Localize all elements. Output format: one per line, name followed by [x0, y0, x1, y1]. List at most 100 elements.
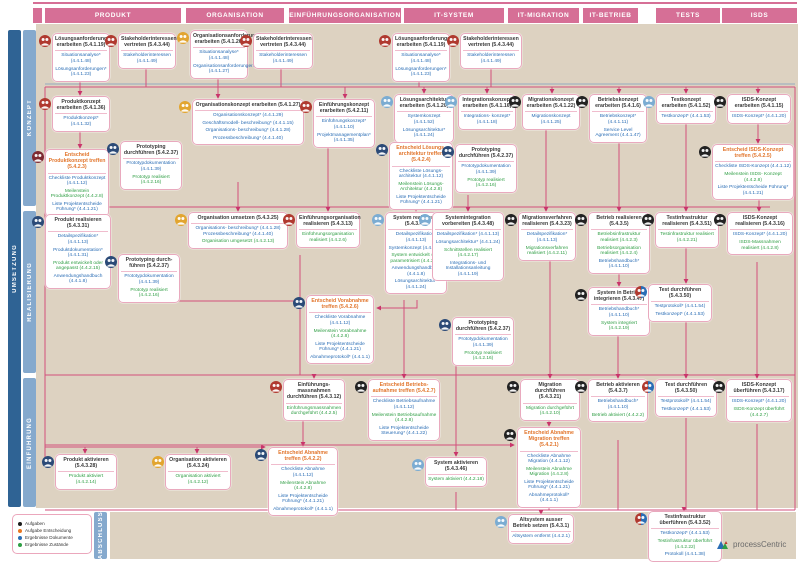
activity-box[interactable]: Integrationskonzept erarbeiten (5.4.1.16…: [445, 94, 516, 130]
activity-box[interactable]: Prototyping durch- führen (5.4.2.37)Prot…: [105, 254, 180, 303]
activity-box[interactable]: ISDS-Konzept überführen (5.4.3.17)ISDS-K…: [713, 379, 792, 423]
decision-box[interactable]: Entscheid Betriebs- aufnahme treffen (5.…: [355, 379, 440, 441]
result-list: ISDS-Konzept* (4.4.1.20)ISDS-Konzept übe…: [729, 397, 789, 418]
result-item: System integriert (4.4.2.19): [601, 320, 637, 332]
result-item: Checkliste Produktkonzept (4.4.1.12): [48, 175, 106, 187]
activity-box[interactable]: Stakeholderinteressen vertreten (5.4.3.4…: [447, 33, 522, 69]
task-title: ISDS-Konzept überführen (5.4.3.17): [729, 382, 789, 398]
activity-box[interactable]: Lösungsanforderungen erarbeiten (5.4.1.1…: [379, 33, 453, 82]
module-header-isds[interactable]: ISDS: [722, 8, 797, 23]
result-list: Detailspezifikation* (4.4.1.13)Produktdo…: [48, 232, 108, 284]
result-list: Checkliste Vorabnahme (4.4.1.12)Meilenst…: [309, 313, 371, 360]
activity-box[interactable]: ISDS-Konzept realisieren (5.4.3.16)ISDS-…: [714, 212, 793, 256]
phase-bar-konzept-label: KONZEPT: [26, 99, 33, 137]
result-item: Liste Projektentscheide Führung* (4.4.1.…: [717, 185, 789, 196]
phase-bar-realisierung-label: REALISIERUNG: [26, 262, 33, 322]
legend-label: Aufgaben: [25, 521, 45, 526]
result-item: Protokoll (4.4.1.38): [664, 552, 706, 558]
result-list: Produktkonzept* (4.4.1.32): [55, 114, 107, 127]
activity-box[interactable]: Test durchführen (5.4.3.50)Testprotokoll…: [635, 284, 712, 322]
result-item: Checkliste Abnahme Migration (4.4.1.12): [527, 453, 571, 465]
result-item: Meilenstein Vorabnahme (4.4.2.8): [313, 328, 367, 340]
phase-bar-abschluss-label: ABSCHLUSS: [97, 511, 104, 560]
activity-box[interactable]: Stakeholderinteressen vertreten (5.4.3.4…: [240, 33, 313, 69]
activity-box[interactable]: Systemintegration vorbereiten (5.4.3.48)…: [419, 212, 504, 282]
result-item: Produkt entwickelt oder angepasst (4.4.2…: [53, 260, 103, 272]
activity-box[interactable]: Lösungsanforderungen erarbeiten (5.4.1.1…: [39, 33, 113, 82]
activity-box[interactable]: ISDS-Konzept erarbeiten (5.4.1.15)ISDS-K…: [714, 94, 791, 124]
legend-dot: [18, 535, 22, 540]
role-icon-ltblue: [412, 458, 424, 471]
activity-box[interactable]: Organisationsanforderungen erarbeiten (5…: [177, 30, 264, 79]
legend-dot: [18, 521, 22, 526]
activity-box[interactable]: Produktkonzept erarbeiten (5.4.1.36)Prod…: [39, 96, 110, 132]
result-item: Stakeholderinteressen (4.4.1.49): [123, 53, 171, 64]
role-icon-red: [379, 34, 391, 47]
module-header-it-system[interactable]: IT-SYSTEM: [404, 8, 504, 23]
activity-box[interactable]: Organisation aktivieren (5.4.3.24)Organi…: [152, 454, 231, 490]
result-item: Service Level Agreement (4.4.1.47): [595, 127, 641, 139]
activity-box[interactable]: Migration durchführen (5.4.3.21)Migratio…: [507, 379, 580, 421]
result-item: Lösungsarchitektur* (4.4.1.24): [394, 279, 438, 290]
activity-box[interactable]: Organisationskonzept erarbeiten (5.4.1.2…: [179, 99, 304, 146]
decision-box[interactable]: Entscheid Produktkonzept treffen (5.4.2.…: [32, 149, 109, 217]
activity-box[interactable]: Einführungsorganisation realisieren (5.4…: [283, 212, 361, 248]
module-header-einführungsorganisation[interactable]: EINFÜHRUNGSORGANISATION: [289, 8, 401, 23]
task-title: Prototyping durch- führen (5.4.2.37): [121, 257, 177, 273]
activity-box[interactable]: Prototyping durchführen (5.4.2.37)Protot…: [439, 317, 514, 366]
result-item: Produktdokumentation* (4.4.1.31): [53, 247, 103, 259]
decision-box[interactable]: Entscheid Abnahme Migration treffen (5.4…: [504, 427, 581, 508]
result-item: Prototypdokumentation (4.4.1.39): [126, 161, 176, 172]
activity-box[interactable]: Testkonzept erarbeiten (5.4.1.52)Testkon…: [643, 94, 716, 124]
result-list: Situationsanalyse* (4.4.1.48)Lösungsanfo…: [55, 51, 107, 77]
activity-box[interactable]: Prototyping durchführen (5.4.2.37)Protot…: [107, 141, 182, 190]
activity-box[interactable]: Betrieb aktivieren (5.4.3.7)Betriebshand…: [575, 379, 648, 423]
result-item: Abnahmeprotokoll* (4.4.1.1): [528, 492, 570, 504]
decision-box[interactable]: Entscheid Abnahme treffen (5.4.2.2)Check…: [255, 447, 338, 517]
activity-box[interactable]: Produkt realisieren (5.4.3.31)Detailspez…: [32, 214, 111, 289]
activity-box[interactable]: Betriebskonzept erarbeiten (5.4.1.6)Betr…: [576, 94, 647, 143]
role-icon-black: [642, 213, 654, 226]
activity-box[interactable]: Produkt aktivieren (5.4.3.28)Produkt akt…: [42, 454, 117, 490]
activity-box[interactable]: Einführungskonzept erarbeiten (5.4.2.11)…: [300, 99, 375, 148]
result-item: System entwickelt oder parametrisiert (4…: [390, 253, 442, 264]
result-item: Prototypdokumentation (4.4.1.39): [124, 274, 174, 285]
activity-box[interactable]: Betrieb realisieren (5.4.3.5)Betriebsinf…: [575, 212, 650, 274]
result-item: Meilenstein Abnahme Migration (4.4.2.8): [526, 466, 572, 478]
module-header-organisation[interactable]: ORGANISATION: [186, 8, 284, 23]
module-header-produkt[interactable]: PRODUKT: [45, 8, 181, 23]
module-header-it-betrieb[interactable]: IT-BETRIEB: [583, 8, 638, 23]
activity-box[interactable]: Testinfrastruktur realisieren (5.4.3.51)…: [642, 212, 719, 248]
decision-box[interactable]: Entscheid Vorabnahme treffen (5.4.2.6)Ch…: [293, 295, 374, 365]
role-icon-navy: [439, 318, 451, 331]
module-header-tests[interactable]: TESTS: [656, 8, 720, 23]
activity-box[interactable]: Stakeholderinteressen vertreten (5.4.3.4…: [105, 33, 177, 69]
activity-box[interactable]: Organisation umsetzen (5.4.3.25)Organisa…: [175, 212, 288, 249]
role-icon-black: [575, 288, 587, 301]
activity-box[interactable]: Einführungs- massnahmen durchführen (5.4…: [270, 379, 345, 421]
activity-box[interactable]: Prototyping durchführen (5.4.2.37)Protot…: [442, 144, 517, 193]
result-item: Situationsanalyse* (4.4.1.48): [199, 50, 239, 61]
activity-box[interactable]: Testinfrastruktur überführen (5.4.3.52)T…: [635, 511, 722, 562]
result-list: Betriebshandbuch* (4.4.1.10)Betrieb akti…: [591, 397, 645, 418]
activity-box[interactable]: Altsystem ausser Betrieb setzen (5.4.3.1…: [495, 514, 574, 544]
logo: processCentric: [716, 538, 786, 550]
result-list: Stakeholderinteressen (4.4.1.49): [121, 51, 173, 64]
result-list: Checkliste ISDS-Konzept (4.4.1.12)Meilen…: [715, 162, 791, 196]
result-list: Prototypdokumentation (4.4.1.39)Prototyp…: [123, 159, 179, 185]
activity-box[interactable]: Migrationsverfahren realisieren (5.4.3.2…: [505, 212, 576, 261]
result-list: Integrations- konzept* (4.4.1.18): [461, 112, 513, 125]
task-title: System aktivieren (5.4.3.46): [428, 460, 484, 476]
task-title: Lösungsarchitektur erarbeiten (5.4.1.20): [397, 97, 451, 113]
module-header-it-migration[interactable]: IT-MIGRATION: [508, 8, 579, 23]
decision-box[interactable]: Entscheid ISDS-Konzept treffen (5.4.2.5)…: [699, 144, 794, 201]
activity-box[interactable]: Migrationskonzept erarbeiten (5.4.1.22)M…: [509, 94, 580, 130]
result-item: Integrations- konzept* (4.4.1.18): [463, 114, 511, 125]
activity-box[interactable]: System aktivieren (5.4.3.46)System aktiv…: [412, 457, 487, 487]
result-item: Anwendungshandbuch (4.4.1.8): [391, 266, 441, 277]
result-item: Integrations- und Installationsanleitung…: [445, 260, 491, 277]
activity-box[interactable]: Test durchführen (5.4.3.50)Testprotokoll…: [642, 379, 717, 417]
result-item: Betriebshandbuch* (4.4.1.10): [598, 258, 640, 270]
result-item: Organisationskonzept* (4.4.1.29): [212, 113, 284, 119]
result-item: Testinfrastruktur realisiert (4.4.2.21): [660, 232, 714, 243]
